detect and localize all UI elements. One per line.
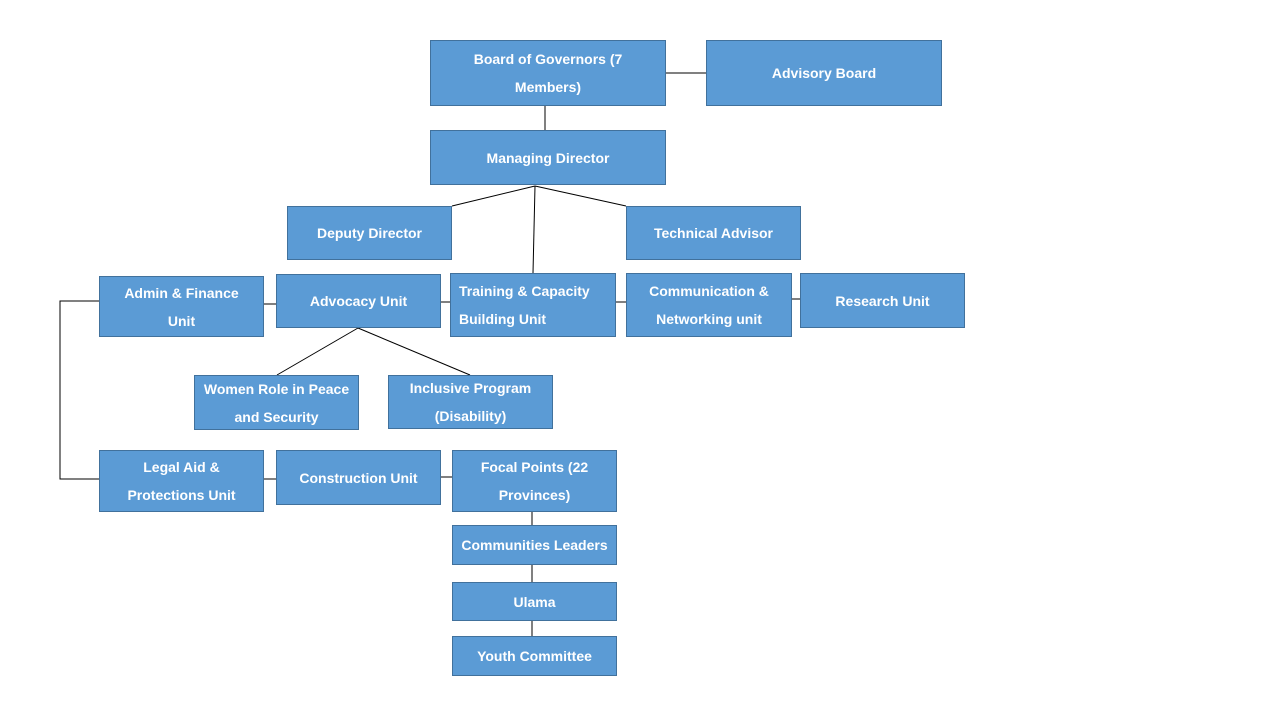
connector-admin-legal — [59, 300, 99, 480]
training-capacity-building-unit-box: Training & Capacity Building Unit — [450, 273, 616, 337]
connector-md-training — [532, 185, 536, 274]
advisory-board-box: Advisory Board — [706, 40, 942, 106]
communities-leaders-box: Communities Leaders — [452, 525, 617, 565]
women-role-peace-security-box: Women Role in Peace and Security — [194, 375, 359, 430]
deputy-director-box: Deputy Director — [287, 206, 452, 260]
connector-advocacy-women — [276, 327, 359, 376]
advocacy-unit-box: Advocacy Unit — [276, 274, 441, 328]
focal-points-box: Focal Points (22 Provinces) — [452, 450, 617, 512]
research-unit-box: Research Unit — [800, 273, 965, 328]
youth-committee-box: Youth Committee — [452, 636, 617, 676]
ulama-box: Ulama — [452, 582, 617, 621]
managing-director-box: Managing Director — [430, 130, 666, 185]
inclusive-program-box: Inclusive Program (Disability) — [388, 375, 553, 429]
board-of-governors-box: Board of Governors (7 Members) — [430, 40, 666, 106]
communication-networking-unit-box: Communication & Networking unit — [626, 273, 792, 337]
admin-finance-unit-box: Admin & Finance Unit — [99, 276, 264, 337]
connector-md-deputy — [451, 185, 536, 207]
technical-advisor-box: Technical Advisor — [626, 206, 801, 260]
connector-advocacy-inclusive — [357, 327, 471, 376]
connector-md-tech — [534, 185, 627, 207]
legal-aid-protections-unit-box: Legal Aid & Protections Unit — [99, 450, 264, 512]
construction-unit-box: Construction Unit — [276, 450, 441, 505]
